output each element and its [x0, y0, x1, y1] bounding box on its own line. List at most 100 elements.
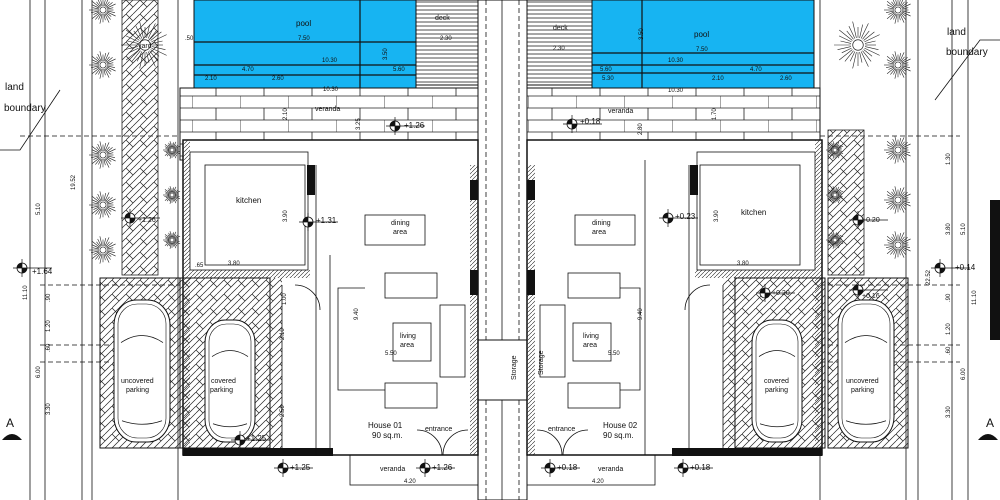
level-marker-icon: [849, 211, 888, 229]
yard-label: yard: [138, 43, 152, 50]
level-label: +1.26: [432, 463, 453, 472]
veranda-dim: 10.30: [323, 87, 339, 93]
land-boundary-label-1: land: [5, 82, 24, 93]
wc-dim: 2.10: [280, 328, 286, 340]
pool-dim: 2.60: [780, 76, 792, 82]
covered-parking-label: parking: [765, 387, 788, 394]
house-name: House 02: [603, 421, 638, 430]
wc-dim: 1.00: [282, 293, 288, 305]
covered-parking-label: covered: [211, 378, 236, 385]
side-dim: .90: [946, 293, 952, 302]
tree-icon: [884, 136, 911, 164]
pool-dim: .50: [185, 36, 194, 42]
pool-dim: 5.60: [393, 67, 405, 73]
pool-house-01: [193, 0, 417, 91]
level-marker-icon: [231, 431, 270, 449]
pool-label: pool: [296, 19, 311, 28]
level-label: +0.20: [862, 217, 880, 224]
labels-house-02: land boundary pool 7.50 10.30 5.60 4.70 …: [538, 25, 998, 485]
stair-dim: 2.50: [280, 405, 286, 417]
cars: [113, 299, 895, 443]
side-dim: 1.30: [946, 153, 952, 165]
land-boundary-label-1: land: [947, 27, 966, 38]
level-label: +1.31: [316, 216, 337, 225]
house-area: 90 sq.m.: [603, 431, 634, 440]
kitchen-dim: .65: [195, 263, 204, 269]
level-marker-icon: [299, 213, 338, 231]
level-label: +1.25: [246, 434, 267, 443]
tree-icon: [826, 141, 844, 159]
tree-icon: [884, 51, 911, 79]
pool-dim: 7.50: [696, 47, 708, 53]
level-label: +0.18: [557, 463, 578, 472]
living-area-label: living: [400, 333, 416, 340]
section-mark-a: A: [6, 416, 14, 430]
dining-area-label: dining: [592, 220, 611, 227]
car-icon: [113, 299, 171, 443]
deck-label: deck: [553, 25, 568, 32]
side-dim: 11.10: [972, 290, 978, 305]
pool-dim: 10.30: [668, 58, 684, 64]
dining-area-label: dining: [391, 220, 410, 227]
tree-icon: [89, 236, 116, 264]
tree-icon: [89, 141, 116, 169]
kitchen-label: kitchen: [236, 196, 261, 205]
tree-icon: [121, 21, 167, 69]
tree-icon: [834, 21, 880, 69]
tree-icon: [884, 186, 911, 214]
car-icon: [204, 319, 256, 443]
uncovered-parking-label: uncovered: [121, 378, 154, 385]
veranda-dim: 10.30: [668, 88, 684, 94]
house-area: 90 sq.m.: [372, 431, 403, 440]
side-dim: 6.00: [961, 368, 967, 380]
pool-label: pool: [694, 30, 709, 39]
tree-icon: [89, 0, 116, 24]
covered-parking-label: covered: [764, 378, 789, 385]
veranda-label: veranda: [315, 106, 340, 113]
level-marker-icon: [659, 209, 698, 227]
side-dim: 6.00: [36, 366, 42, 378]
side-dim: .60: [46, 343, 52, 352]
section-arrow-icon: [2, 434, 22, 440]
level-marker-icon: [13, 259, 52, 277]
dining-area-label: area: [393, 229, 407, 236]
pool-house-02: [591, 0, 815, 91]
level-markers: [13, 115, 970, 477]
pool-dim: 3.50: [383, 48, 389, 60]
section-mark-a: A: [986, 416, 994, 430]
level-label: +1.26: [404, 121, 425, 130]
deck-dim: 2.30: [553, 46, 565, 52]
veranda-dim: 2.10: [205, 76, 217, 82]
section-arrow-icon: [978, 434, 998, 440]
level-labels: +1.26 +1.31 +1.26 +1.25 +1.25 +1.26 +1.6…: [32, 117, 976, 472]
level-marker-icon: [674, 459, 713, 477]
veranda-dim: 2.10: [283, 108, 289, 120]
uncovered-parking-label: parking: [126, 387, 149, 394]
land-boundary-label-2: boundary: [4, 103, 46, 114]
level-label: +1.26: [138, 217, 156, 224]
level-label: +1.64: [32, 267, 53, 276]
uncovered-parking-label: uncovered: [846, 378, 879, 385]
side-dim: 5.10: [961, 223, 967, 235]
side-dim: 11.10: [23, 285, 29, 300]
side-dim: 5.10: [36, 203, 42, 215]
veranda-dim: 3.25: [356, 118, 362, 130]
level-label: +0.18: [580, 117, 601, 126]
pool-dim: 5.60: [600, 67, 612, 73]
side-dim: .90: [46, 293, 52, 302]
central-storage-strip: [477, 0, 528, 500]
pool-dim: 10.30: [322, 58, 338, 64]
pool-dim: 4.70: [242, 67, 254, 73]
car-icon: [751, 319, 803, 443]
tree-icon: [89, 51, 116, 79]
tree-icon: [826, 231, 844, 249]
level-marker-icon: [563, 115, 602, 133]
living-dim: 9.40: [354, 308, 360, 320]
covered-parking-label: parking: [210, 387, 233, 394]
kitchen-dim: 3.80: [737, 261, 749, 267]
front-veranda-label: veranda: [380, 466, 405, 473]
side-dim: 22.52: [926, 269, 932, 285]
level-marker-icon: [416, 459, 455, 477]
side-dim: 3.30: [46, 403, 52, 415]
pool-dim: 4.70: [750, 67, 762, 73]
